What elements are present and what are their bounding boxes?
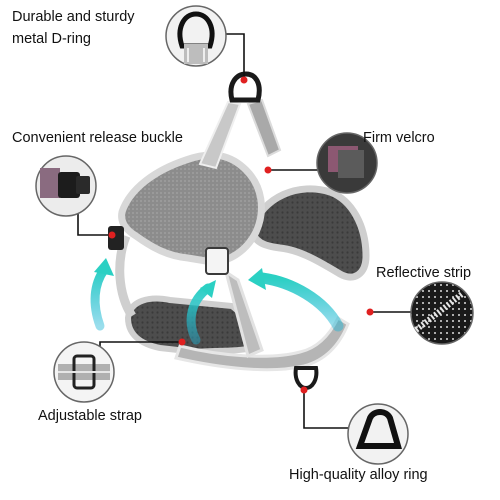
- reflective-strip-callout: Reflective strip: [376, 265, 472, 281]
- d-ring-icon: [165, 5, 227, 67]
- strap-adjuster: [205, 247, 229, 275]
- adjustable-strap-icon: [53, 341, 115, 403]
- release-buckle-callout: Convenient release buckle: [12, 130, 183, 146]
- arrow-right: [256, 272, 344, 332]
- alloy-ring-callout: High-quality alloy ring: [289, 467, 428, 483]
- marker-d-ring: [240, 76, 248, 84]
- arrow-left-head: [94, 258, 114, 276]
- markers: [108, 76, 374, 394]
- arrow-left: [90, 265, 109, 331]
- marker-ring: [300, 386, 308, 394]
- top-d-ring: [228, 71, 262, 103]
- back-fabric-panel: [118, 151, 265, 266]
- adjustable-strap-callout: Adjustable strap: [38, 408, 142, 424]
- release-buckle-icon: [35, 155, 97, 217]
- marker-buckle: [108, 231, 116, 239]
- chest-strap: [223, 268, 264, 359]
- marker-strap: [178, 338, 186, 346]
- velcro-callout: Firm velcro: [363, 130, 435, 146]
- arrow-heads: [94, 258, 266, 298]
- bottom-alloy-ring: [293, 366, 319, 391]
- arrow-right-head: [248, 268, 266, 290]
- d-ring-callout-line2: metal D-ring: [12, 31, 91, 47]
- marker-velcro: [264, 166, 272, 174]
- d-ring-callout: Durable and sturdy metal D-ring: [12, 6, 135, 50]
- arrow-center-head: [200, 280, 216, 298]
- reflective-strip-icon: [410, 281, 474, 345]
- belly-strap: [174, 315, 350, 372]
- side-mesh-panel: [248, 185, 370, 281]
- marker-reflective: [366, 308, 374, 316]
- neck-strap-right: [246, 98, 282, 158]
- harness-body: [108, 71, 370, 391]
- leader-d-ring: [226, 33, 245, 80]
- velcro-patch-icon: [316, 132, 378, 194]
- leader-ring: [303, 390, 356, 429]
- neck-strap-left: [198, 100, 242, 170]
- alloy-ring-icon: [347, 403, 409, 465]
- d-ring-callout-line1: Durable and sturdy: [12, 9, 135, 25]
